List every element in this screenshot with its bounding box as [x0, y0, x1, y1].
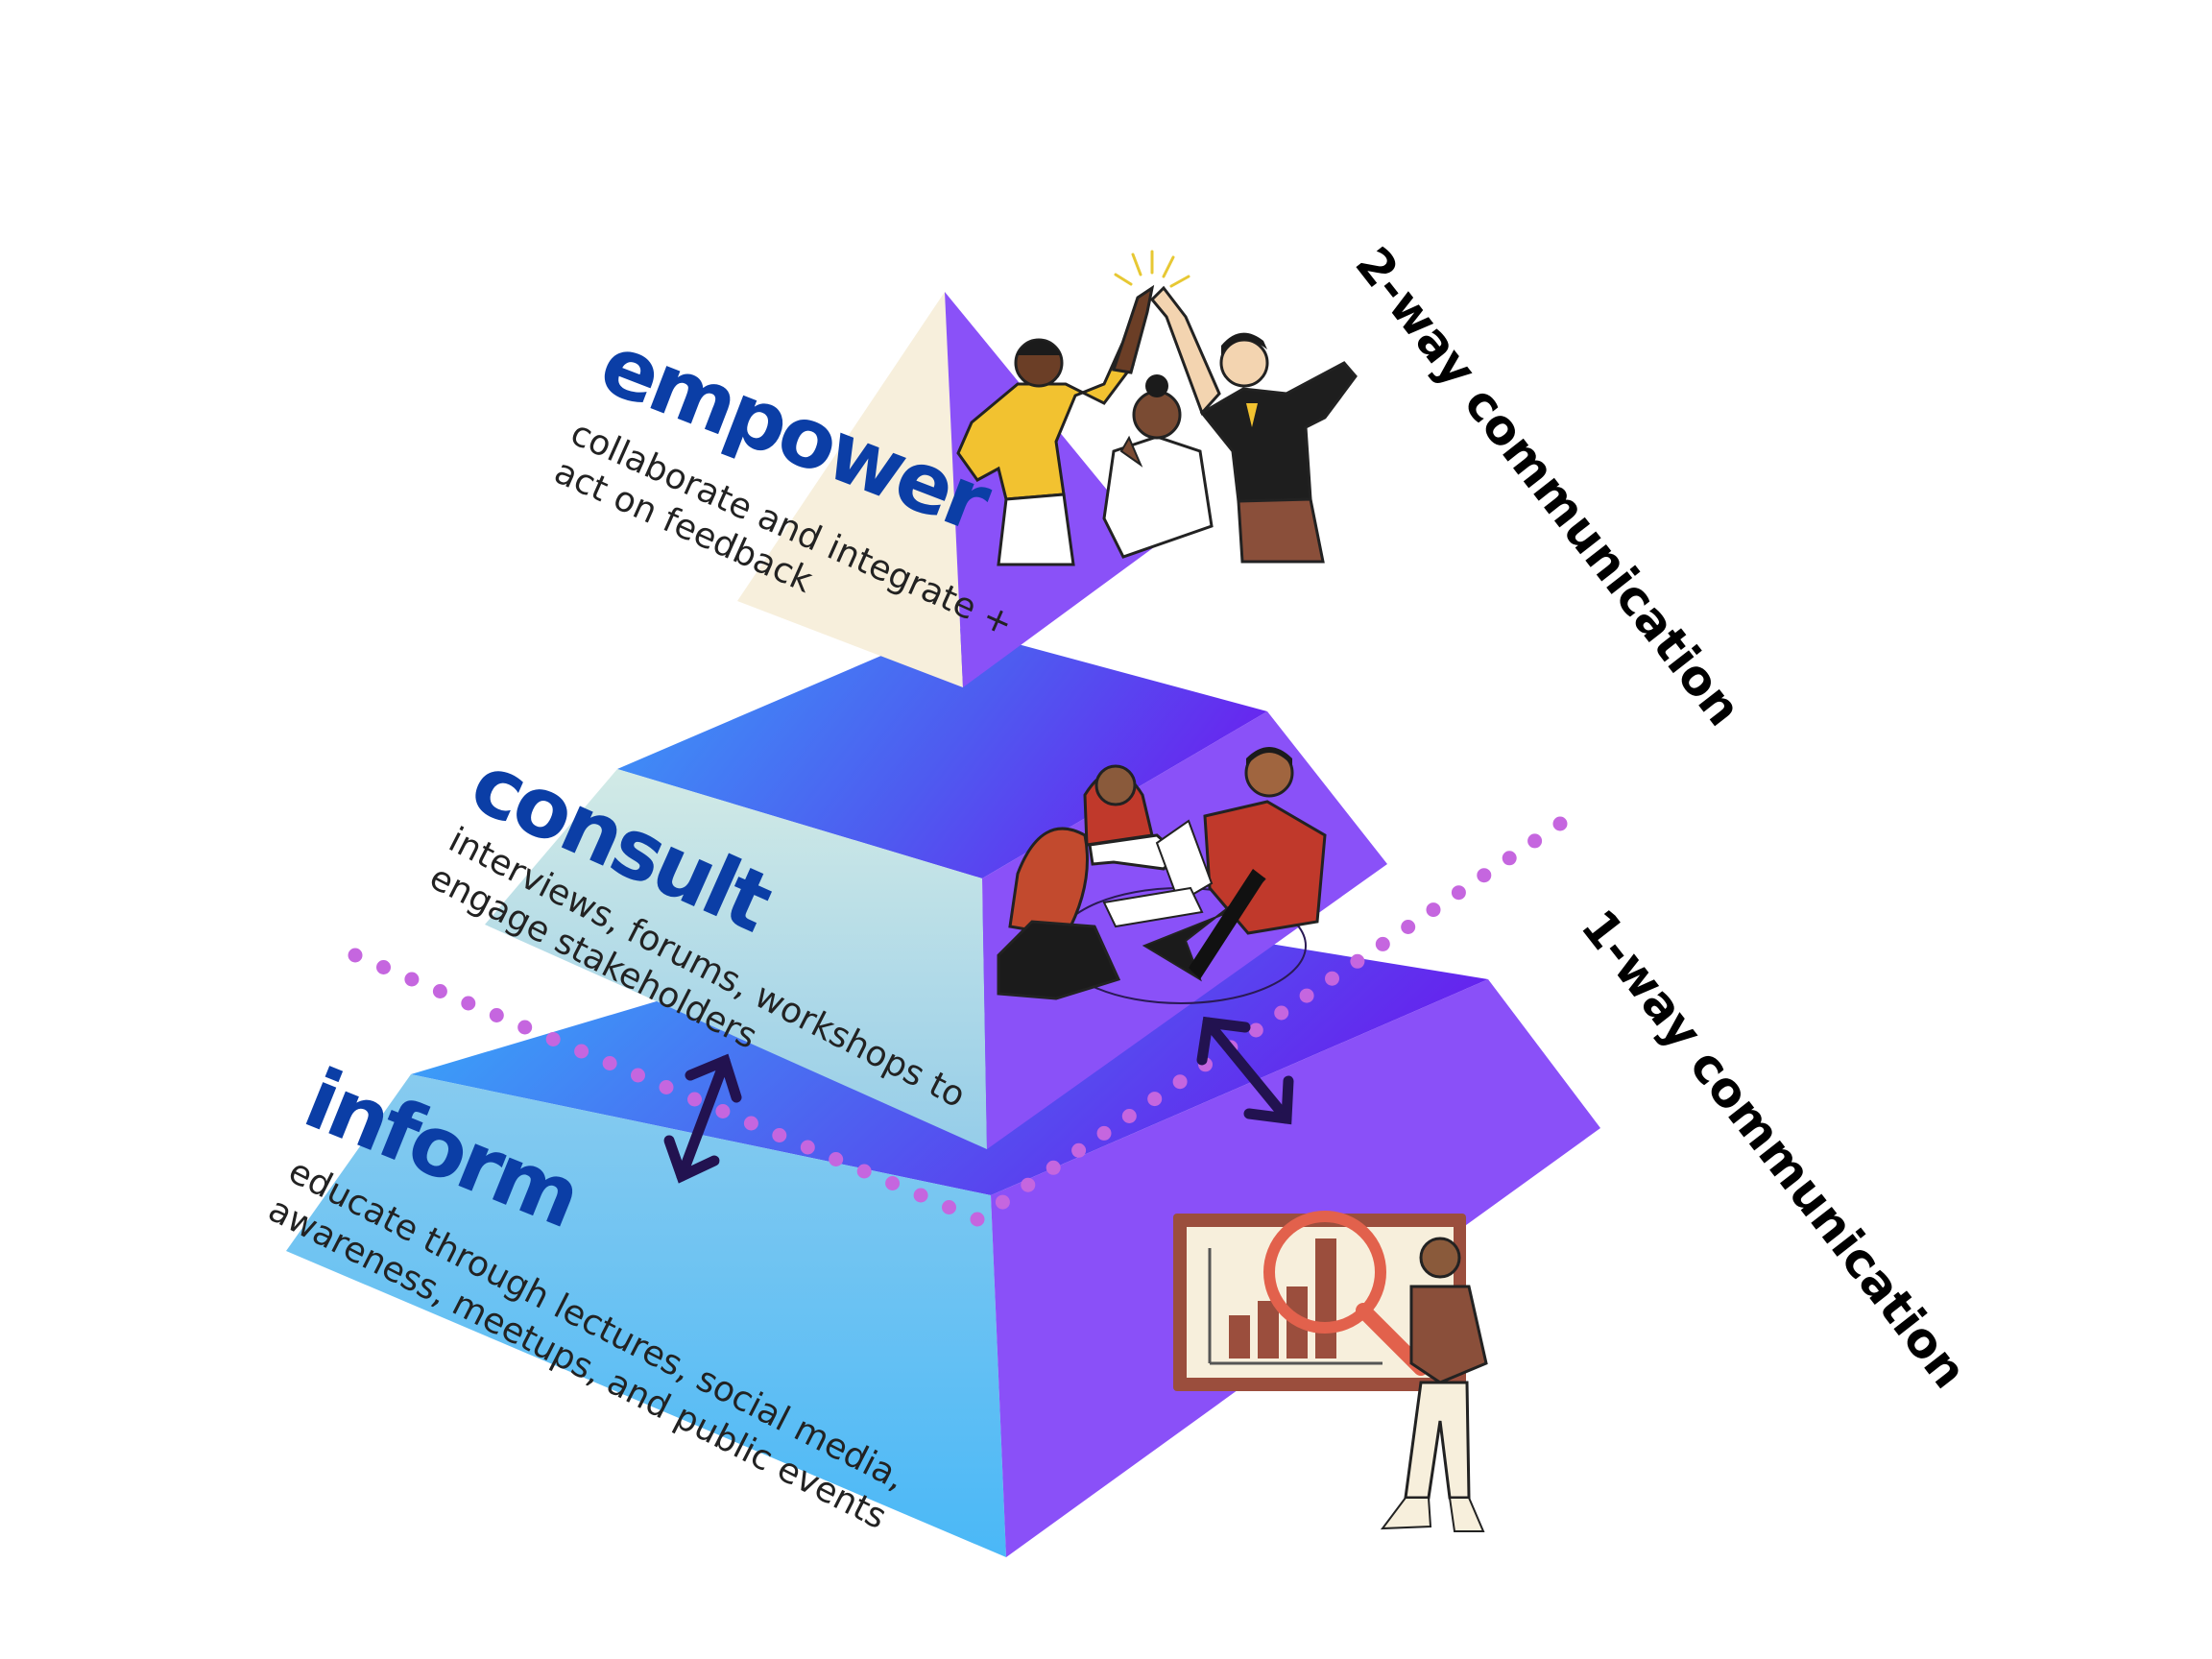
divider-dot — [1401, 920, 1416, 934]
divider-dot — [829, 1152, 844, 1166]
divider-dot — [715, 1104, 731, 1118]
divider-dot — [1451, 885, 1466, 901]
inform-tier-front-face — [286, 1074, 1006, 1557]
consult-tier-front-face — [485, 769, 987, 1149]
divider-dot — [348, 948, 363, 963]
group-celebrating-illustration — [956, 250, 1358, 566]
divider-dot — [1527, 833, 1543, 849]
communication-divider-dots — [348, 816, 1568, 1227]
divider-dot — [376, 960, 391, 974]
one-way-communication-label: 1-way communication — [1571, 900, 1978, 1399]
divider-dot — [687, 1092, 702, 1107]
divider-dot — [913, 1188, 928, 1203]
divider-dot — [1325, 971, 1339, 986]
divider-dot — [995, 1194, 1010, 1210]
divider-dot — [489, 1008, 504, 1022]
double-arrow-left-icon — [663, 1053, 742, 1184]
divider-dot — [1477, 868, 1492, 883]
two-way-communication-label: 2-way communication — [1345, 237, 1752, 736]
divider-dot — [1021, 1177, 1036, 1192]
team-meeting-illustration — [997, 747, 1327, 1004]
divider-dot — [772, 1128, 787, 1142]
divider-dot — [1071, 1142, 1087, 1158]
divider-dot — [1147, 1092, 1163, 1107]
divider-dot — [1121, 1109, 1137, 1123]
divider-dot — [800, 1140, 815, 1155]
divider-dot — [1299, 988, 1314, 1003]
divider-dot — [1350, 953, 1365, 969]
divider-dot — [743, 1116, 758, 1131]
divider-dot — [461, 996, 476, 1011]
divider-dot — [574, 1044, 589, 1059]
divider-dot — [602, 1056, 617, 1070]
divider-dot — [659, 1080, 674, 1094]
divider-dot — [1248, 1022, 1263, 1038]
divider-dot — [1274, 1005, 1289, 1021]
divider-dot — [885, 1176, 901, 1190]
divider-dot — [404, 972, 420, 987]
divider-dot — [1552, 816, 1568, 831]
divider-dot — [1046, 1160, 1061, 1175]
divider-dot — [1426, 902, 1441, 918]
consult-tier-top-face — [617, 626, 1267, 878]
divider-dot — [942, 1200, 956, 1214]
divider-dot — [631, 1068, 645, 1083]
double-arrow-right-icon — [1196, 1016, 1294, 1125]
divider-dot — [432, 984, 447, 998]
empower-tier-front-face — [737, 292, 963, 687]
divider-dot — [1172, 1074, 1188, 1090]
divider-dot — [1375, 936, 1390, 951]
divider-dot — [545, 1032, 561, 1046]
presenter-chart-illustration — [1173, 1211, 1488, 1532]
divider-dot — [970, 1212, 985, 1227]
divider-dot — [1502, 851, 1517, 866]
divider-dot — [1096, 1125, 1112, 1141]
divider-dot — [856, 1164, 872, 1179]
divider-dot — [517, 1020, 533, 1035]
